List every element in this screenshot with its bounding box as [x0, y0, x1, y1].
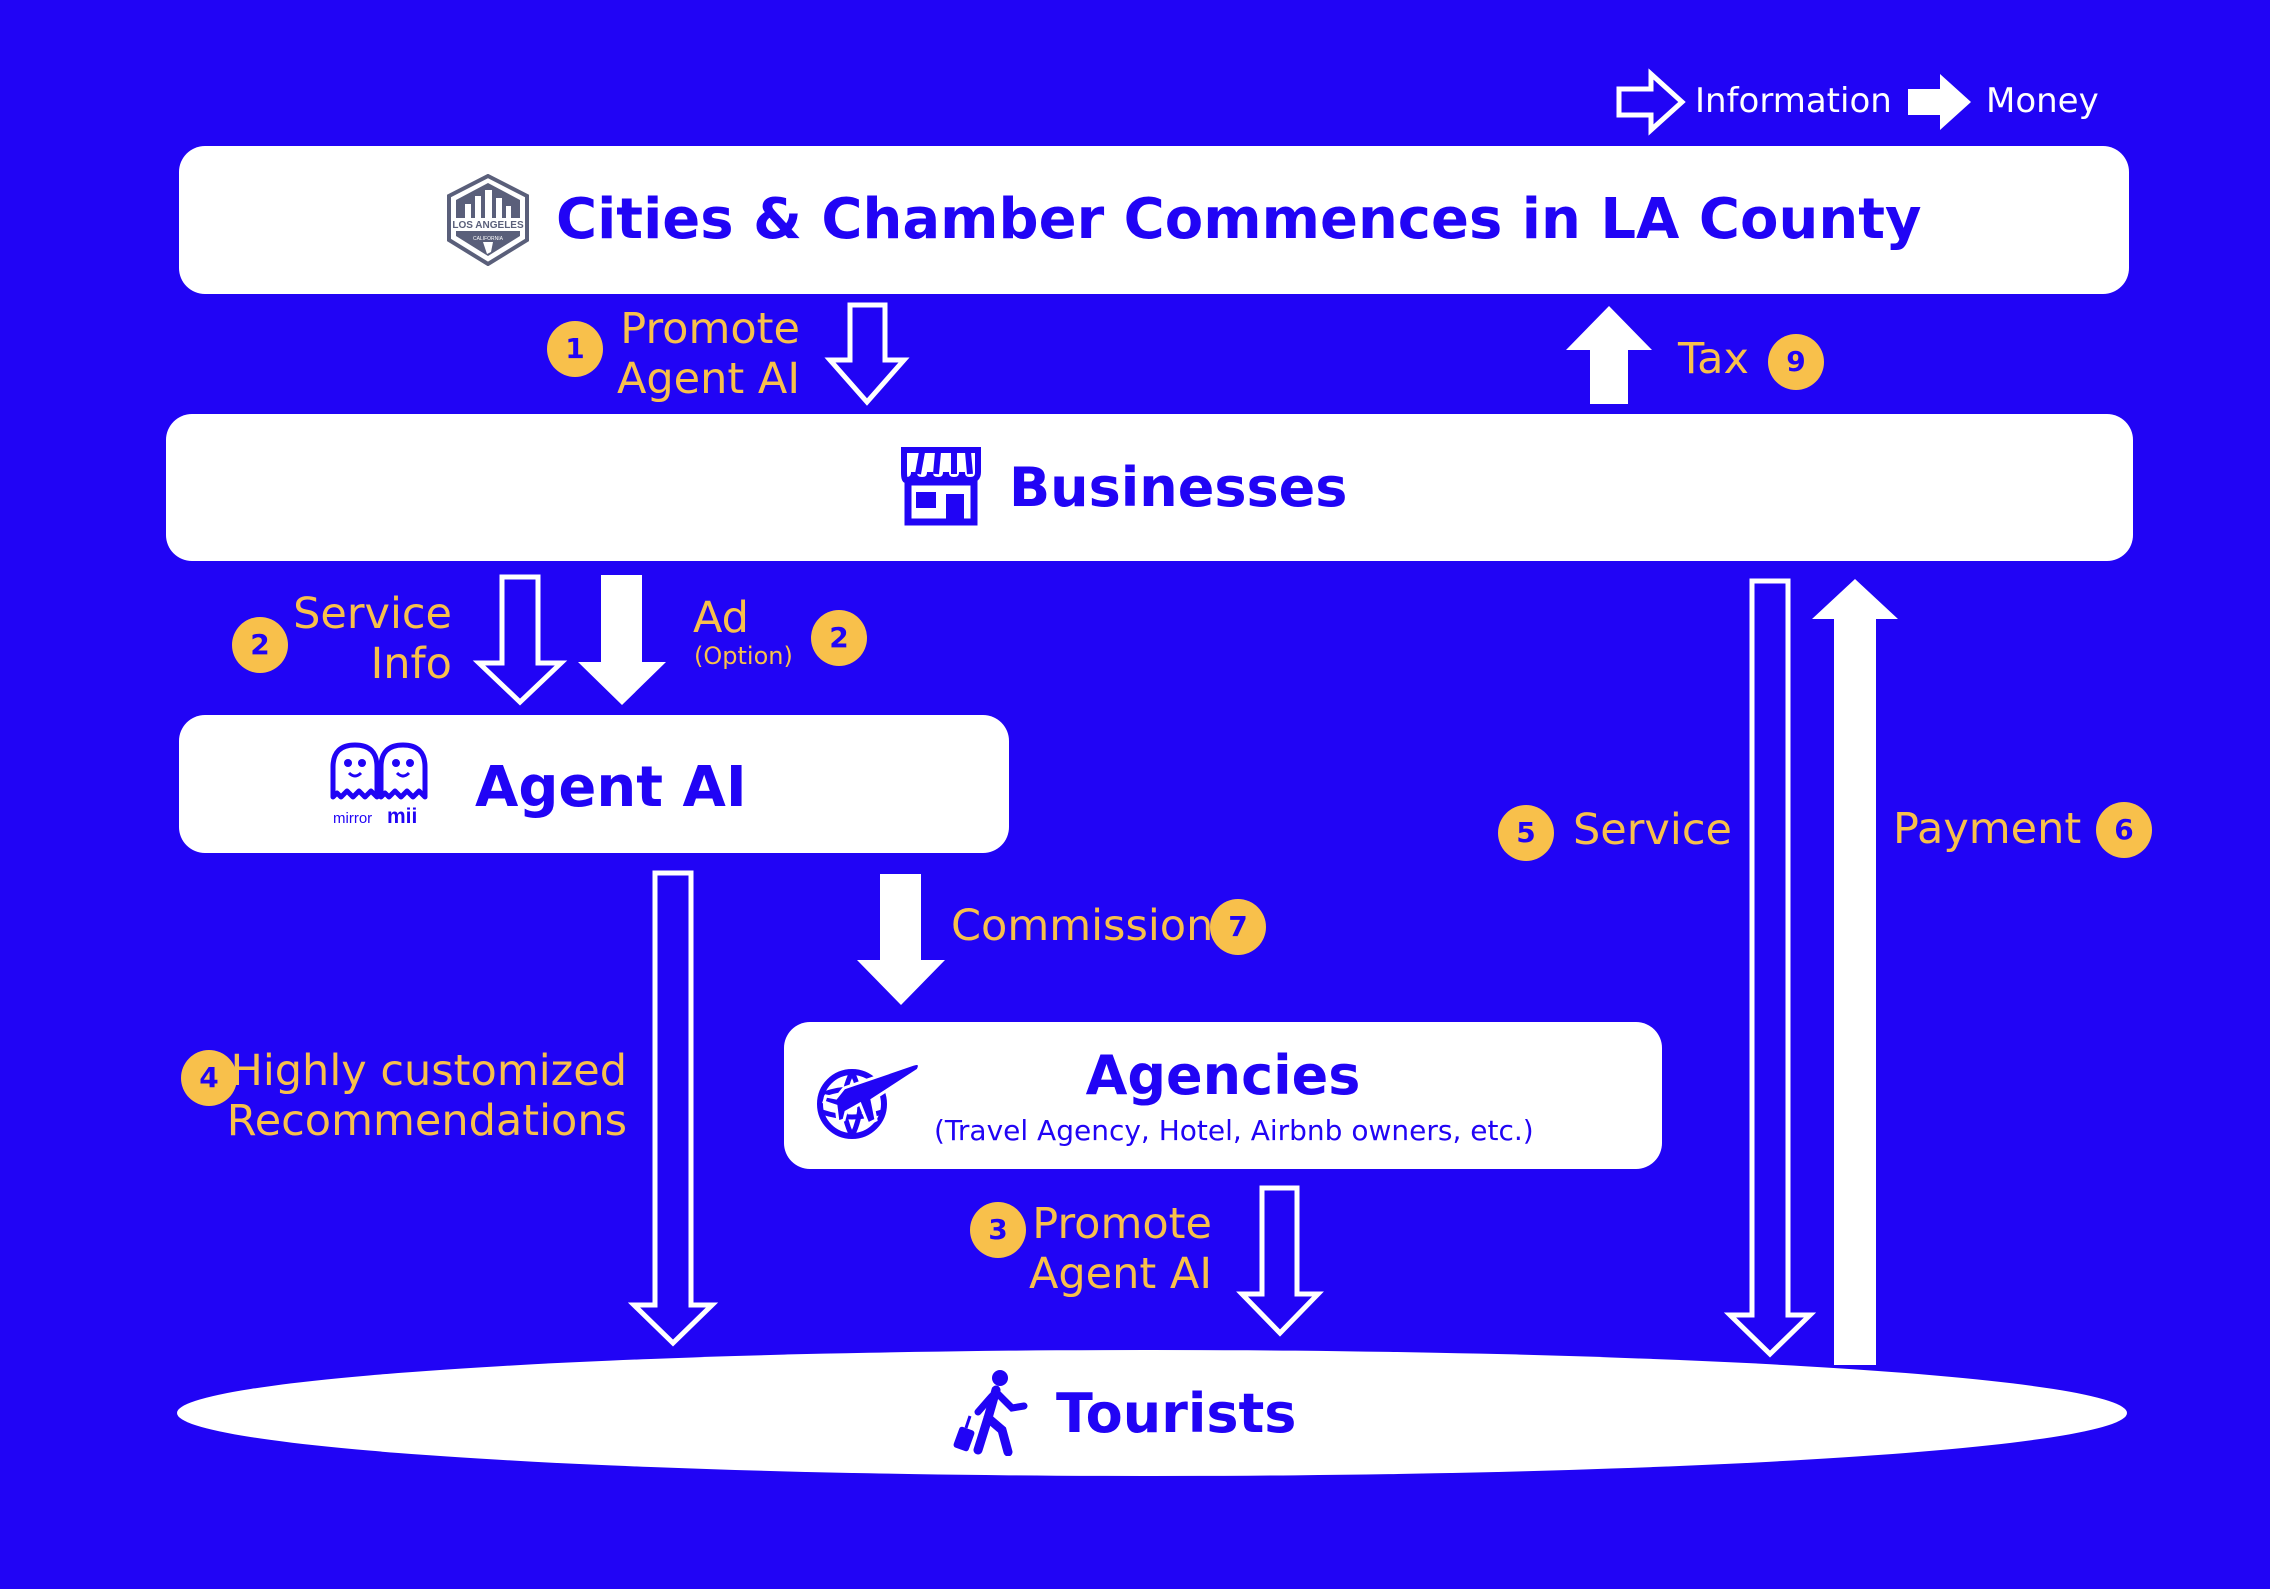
arrow-promote-agent-ai-1	[824, 302, 910, 406]
step-badge-2-service: 2	[232, 617, 288, 673]
legend-money-arrow	[1908, 74, 1971, 130]
flow-promote-label-1b: Agent AI	[616, 354, 800, 404]
arrow-promote-agent-ai-3	[1236, 1185, 1324, 1337]
businesses-title: Businesses	[1009, 456, 1348, 519]
legend-information-arrow	[1616, 68, 1686, 136]
arrow-payment	[1812, 579, 1898, 1365]
step-badge-5: 5	[1498, 805, 1554, 861]
flow-recommendations-label-b: Recommendations	[226, 1096, 627, 1146]
svg-text:CALIFORNIA: CALIFORNIA	[473, 236, 504, 242]
flow-ad-label: Ad	[693, 593, 749, 643]
flow-tax-label: Tax	[1678, 334, 1749, 384]
agent-ai-title: Agent AI	[475, 755, 747, 820]
step-badge-1: 1	[547, 321, 603, 377]
flow-ad-option-label: (Option)	[694, 642, 793, 670]
step-badge-2-ad: 2	[811, 610, 867, 666]
flow-promote-label-3b: Agent AI	[1028, 1249, 1212, 1299]
svg-text:LOS ANGELES: LOS ANGELES	[452, 220, 524, 231]
agent-ai-box: mirror mii Agent AI	[179, 715, 1009, 853]
businesses-box: Businesses	[166, 414, 2133, 561]
step-badge-7: 7	[1210, 899, 1266, 955]
legend-money-label: Money	[1986, 81, 2099, 121]
cities-title: Cities & Chamber Commences in LA County	[556, 187, 1922, 252]
tourists-title: Tourists	[1056, 1382, 1297, 1445]
cities-box: LOS ANGELES CALIFORNIA Cities & Chamber …	[179, 146, 2129, 294]
flow-service-info-label-a: Service	[293, 589, 452, 639]
agencies-subtitle: (Travel Agency, Hotel, Airbnb owners, et…	[934, 1114, 1534, 1147]
arrow-service	[1723, 578, 1817, 1358]
walking-tourist-icon	[953, 1370, 1028, 1456]
flow-service-info-label-b: Info	[370, 639, 452, 689]
globe-airplane-icon	[817, 1062, 921, 1139]
flow-commission-label: Commission	[951, 901, 1214, 951]
step-badge-9: 9	[1768, 334, 1824, 390]
step-badge-4: 4	[181, 1050, 237, 1106]
arrow-recommendations	[627, 870, 719, 1347]
step-badge-3: 3	[970, 1202, 1026, 1258]
los-angeles-seal-icon: LOS ANGELES CALIFORNIA	[447, 174, 529, 266]
svg-text:mirror: mirror	[333, 810, 372, 827]
storefront-icon	[901, 447, 981, 526]
flow-service-label: Service	[1573, 805, 1732, 855]
agencies-box: Agencies (Travel Agency, Hotel, Airbnb o…	[784, 1022, 1662, 1169]
svg-text:mii: mii	[387, 805, 417, 827]
agencies-title: Agencies	[1085, 1044, 1361, 1107]
flow-recommendations-label-a: Highly customized	[230, 1046, 627, 1096]
mirrormii-ghost-logo-icon: mirror mii	[330, 742, 428, 827]
arrow-commission	[857, 874, 945, 1005]
arrow-tax	[1566, 306, 1652, 404]
arrow-ad	[578, 575, 666, 705]
flow-promote-label-1a: Promote	[620, 304, 800, 354]
legend-information-label: Information	[1695, 81, 1892, 121]
flow-payment-label: Payment	[1893, 804, 2082, 854]
arrow-service-info	[472, 574, 568, 706]
flow-promote-label-3a: Promote	[1032, 1199, 1212, 1249]
tourists-ellipse	[177, 1350, 2127, 1476]
step-badge-6: 6	[2096, 802, 2152, 858]
